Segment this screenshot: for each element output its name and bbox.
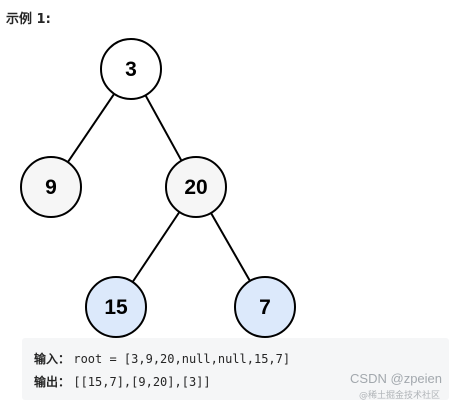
example-code-block: 输入： root = [3,9,20,null,null,15,7] 输出： [… (22, 338, 449, 400)
tree-node-circle (20, 156, 82, 218)
tree-edge-n20-n15 (131, 211, 181, 283)
watermark: CSDN @zpeien (350, 371, 442, 386)
tree-node-label: 9 (45, 176, 57, 199)
tree-node-circle (165, 156, 227, 218)
output-value: [[15,7],[9,20],[3]] (73, 375, 211, 389)
tree-node-15: 15 (85, 276, 147, 338)
tree-node-circle (234, 276, 296, 338)
watermark-sub: @稀土掘金技术社区 (358, 391, 440, 401)
tree-node-20: 20 (165, 156, 227, 218)
input-value: root = [3,9,20,null,null,15,7] (73, 352, 291, 366)
tree-node-circle (85, 276, 147, 338)
tree-node-label: 3 (125, 58, 137, 81)
input-line: 输入： root = [3,9,20,null,null,15,7] (34, 350, 290, 367)
tree-edge-n3-n20 (144, 94, 183, 162)
tree-node-label: 20 (184, 176, 207, 199)
binary-tree-diagram: 3 9 20 15 7 (20, 38, 296, 338)
input-label: 输入： (34, 352, 71, 366)
tree-node-9: 9 (20, 156, 82, 218)
tree-node-circle (100, 38, 162, 100)
tree-node-label: 15 (104, 296, 128, 319)
tree-node-label: 7 (259, 296, 271, 319)
example-heading: 示例 1: (6, 12, 51, 27)
output-label: 输出： (34, 375, 71, 389)
tree-node-7: 7 (234, 276, 296, 338)
tree-edge-n3-n9 (66, 93, 116, 163)
tree-edge-n20-n7 (210, 212, 251, 282)
tree-node-3: 3 (100, 38, 162, 100)
output-line: 输出： [[15,7],[9,20],[3]] (34, 373, 211, 390)
